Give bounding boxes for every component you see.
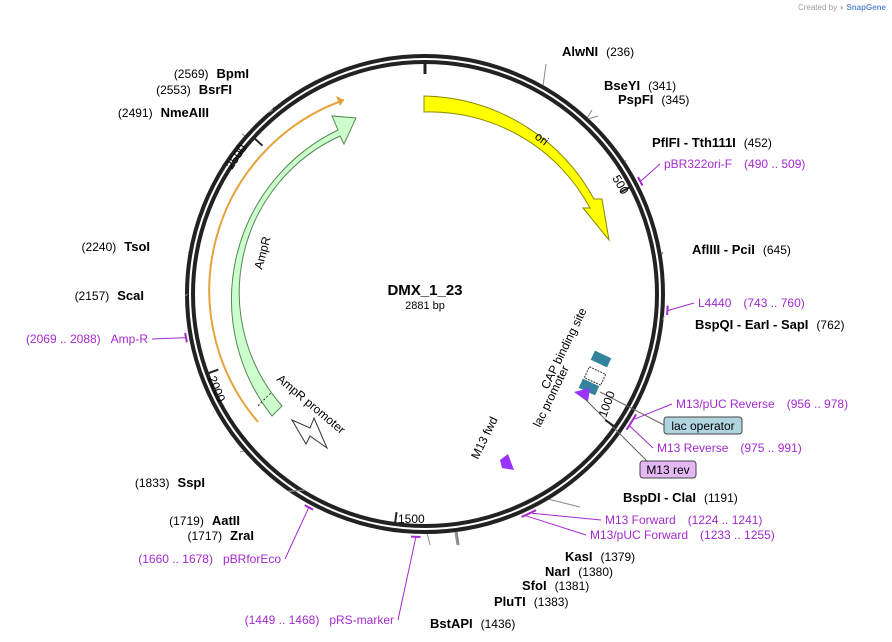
primer-label-m13-forward[interactable]: M13 Forward(1224 .. 1241) <box>605 513 762 527</box>
primer-mark-pbr322ori-f <box>637 176 644 186</box>
site-label-pluti[interactable]: PluTI(1383) <box>494 594 568 609</box>
tick-1000 <box>604 419 616 428</box>
lac-operator-box-label: lac operator <box>671 419 734 433</box>
primer-leader-m13-reverse <box>629 425 654 449</box>
site-tick-nmeaiii <box>241 133 245 137</box>
site-label-pflfi[interactable]: PflFI - Tth111I(452) <box>652 135 772 150</box>
primer-mark-m13-puc-reverse <box>630 413 637 424</box>
site-label-bseyi[interactable]: BseYI(341) <box>604 78 676 93</box>
site-label-bpmi[interactable]: (2569)BpmI <box>174 66 249 81</box>
primer-leader-pbr322ori-f <box>640 163 661 182</box>
lac-operator-box <box>663 416 743 435</box>
primer-leader-l4440 <box>668 302 695 311</box>
feature-ampr[interactable] <box>231 115 357 417</box>
primer-leader-prs-marker <box>397 537 417 621</box>
credit-brand: SnapGene <box>846 3 886 12</box>
site-tick-tsoi <box>187 251 189 254</box>
primer-label-amp-r[interactable]: (2069 .. 2088)Amp-R <box>26 332 148 346</box>
plasmid-name: DMX_1_23 <box>387 282 462 299</box>
tick-label-1000: 1000 <box>596 389 618 419</box>
site-tick-sspi <box>239 450 244 453</box>
primer-label-m13-puc-forward[interactable]: M13/pUC Forward(1233 .. 1255) <box>590 528 775 542</box>
site-label-kasi[interactable]: KasI(1379) <box>565 549 635 564</box>
m13-rev-leader <box>583 397 649 463</box>
feature-m13-rev[interactable] <box>574 388 590 402</box>
site-label-sspi[interactable]: (1833)SspI <box>135 475 205 490</box>
site-tick-bsrfi <box>267 109 274 114</box>
site-tick-bseyi <box>587 109 593 118</box>
site-label-tsoi[interactable]: (2240)TsoI <box>82 239 150 254</box>
primer-label-prs-marker[interactable]: (1449 .. 1468)pRS-marker <box>245 613 394 627</box>
feature-ampr-label: AmpR <box>251 235 273 271</box>
site-label-pspfi[interactable]: PspFI(345) <box>618 92 689 107</box>
site-tick-pflfi <box>624 159 627 162</box>
feature-cap-site[interactable] <box>590 350 612 368</box>
tick-2000 <box>206 368 219 375</box>
site-label-bspqi[interactable]: BspQI - EarI - SapI(762) <box>695 317 844 332</box>
primer-leader-m13-puc-reverse <box>634 403 673 420</box>
primer-mark-amp-r <box>184 332 188 343</box>
site-tick-bspqi <box>662 315 665 321</box>
site-tick-pluti <box>454 532 458 546</box>
site-label-bsrfi[interactable]: (2553)BsrFI <box>156 82 232 97</box>
primer-leader-m13-forward <box>532 512 602 521</box>
site-tick-sfoi <box>455 531 459 546</box>
m13-rev-box <box>639 460 697 479</box>
tick-2500 <box>252 136 264 147</box>
primer-mark-pbrforeco <box>304 504 314 511</box>
backbone-outer <box>185 54 665 534</box>
tick-label-1500: 1500 <box>398 512 425 526</box>
plasmid-size: 2881 bp <box>405 300 445 312</box>
site-label-alwni[interactable]: AlwNI(236) <box>562 44 634 59</box>
primer-mark-m13-reverse <box>625 421 633 431</box>
primer-leader-m13-puc-forward <box>526 515 587 536</box>
primer-leader-pbrforeco <box>284 508 309 560</box>
primer-label-m13-puc-reverse[interactable]: M13/pUC Reverse(956 .. 978) <box>676 397 848 411</box>
site-tick-scai <box>184 293 189 297</box>
ampr-dotted <box>257 391 273 407</box>
m13-rev-box-label: M13 rev <box>646 463 689 477</box>
credit: Created by ◗ SnapGene <box>798 3 886 12</box>
site-label-nmeaiii[interactable]: (2491)NmeAIII <box>118 105 209 120</box>
site-label-bstapi[interactable]: BstAPI(1436) <box>430 616 515 631</box>
site-tick-pspfi <box>588 115 599 120</box>
site-tick-afliii <box>661 251 664 255</box>
tick-1500 <box>393 512 398 525</box>
credit-prefix: Created by <box>797 3 838 12</box>
snapgene-logo-icon: ◗ <box>839 3 845 12</box>
feature-ori[interactable] <box>423 95 610 242</box>
primer-sites: pBR322ori-F(490 .. 509) L4440(743 .. 760)… <box>26 157 848 627</box>
lac-operator-leader <box>599 391 665 426</box>
restriction-sites: AlwNI(236) BseYI(341)PspFI(345) PflFI - Tt… <box>75 44 845 631</box>
feature-lac-promoter[interactable] <box>583 366 607 386</box>
primer-label-m13-reverse[interactable]: M13 Reverse(975 .. 991) <box>657 441 802 455</box>
site-tick-zrai <box>288 489 306 493</box>
site-tick-nari <box>456 531 460 546</box>
site-label-nari[interactable]: NarI(1380) <box>545 564 613 579</box>
feature-ampr-promoter[interactable] <box>290 416 329 450</box>
feature-m13-fwd-label: M13 fwd <box>468 414 500 461</box>
primer-arc-orange <box>208 99 345 423</box>
primer-mark-l4440 <box>666 305 669 316</box>
feature-m13-fwd[interactable] <box>500 454 514 470</box>
primer-arc-orange-head <box>336 96 344 106</box>
primer-label-pbrforeco[interactable]: (1660 .. 1678)pBRforEco <box>138 552 281 566</box>
feature-lac-operator[interactable] <box>578 378 600 396</box>
primer-mark-m13-puc-forward <box>521 512 531 518</box>
primer-leader-amp-r <box>151 337 185 340</box>
site-label-afliii[interactable]: AflIII - PciI(645) <box>692 242 791 257</box>
site-label-zrai[interactable]: (1717)ZraI <box>187 528 254 543</box>
site-label-scai[interactable]: (2157)ScaI <box>75 288 144 303</box>
tick-label-500: 500 <box>609 173 631 198</box>
primer-label-l4440[interactable]: L4440(743 .. 760) <box>698 296 805 310</box>
site-tick-bspdi <box>549 498 581 508</box>
site-label-aatii[interactable]: (1719)AatII <box>169 513 240 528</box>
primer-label-pbr322ori-f[interactable]: pBR322ori-F(490 .. 509) <box>664 157 805 171</box>
tick-500 <box>619 185 632 194</box>
site-tick-bstapi <box>426 533 431 546</box>
site-label-bspdi[interactable]: BspDI - ClaI(1191) <box>623 490 738 505</box>
site-label-sfoi[interactable]: SfoI(1381) <box>522 578 589 593</box>
site-tick-alwni <box>542 63 547 86</box>
